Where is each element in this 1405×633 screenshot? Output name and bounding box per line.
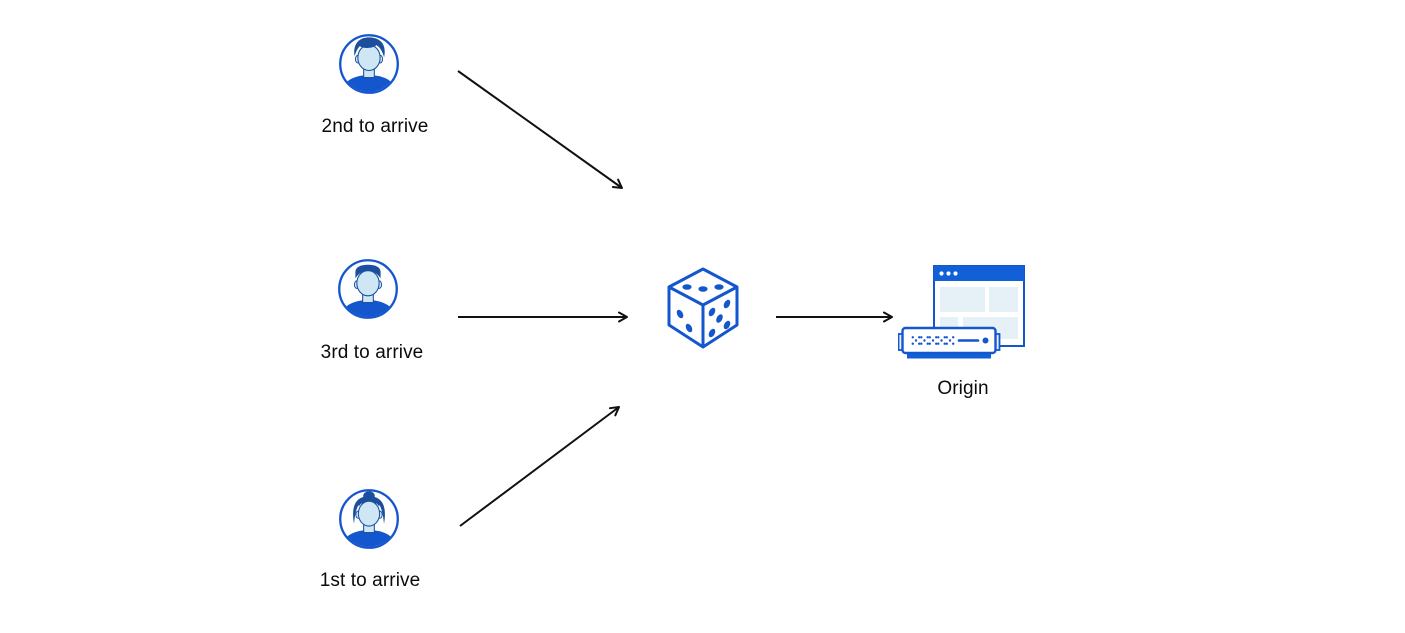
client-node-second — [338, 33, 400, 95]
client-label-third: 3rd to arrive — [320, 342, 424, 363]
client-node-first — [338, 488, 400, 550]
dice-icon — [667, 267, 739, 349]
origin-label: Origin — [937, 378, 989, 399]
male-flattop-avatar-icon — [338, 259, 398, 319]
arrow-client-first-to-dice — [459, 406, 620, 527]
arrow-client-second-to-dice — [457, 70, 623, 189]
dice-node — [666, 266, 740, 350]
origin-server-icon — [897, 265, 1025, 359]
client-node-third — [337, 258, 399, 320]
female-avatar-icon — [339, 489, 399, 549]
client-label-first: 1st to arrive — [319, 570, 421, 591]
server-vent-dots — [911, 336, 955, 345]
client-label-second: 2nd to arrive — [321, 116, 429, 137]
male-avatar-icon — [339, 34, 399, 94]
origin-node — [897, 263, 1028, 363]
